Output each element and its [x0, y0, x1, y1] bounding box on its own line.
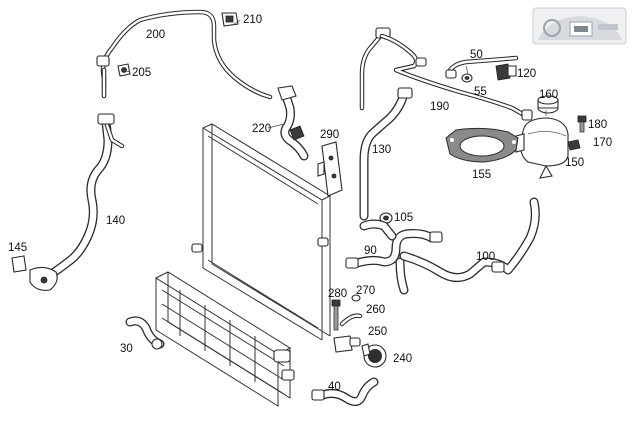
callout-140: 140	[106, 215, 125, 227]
callout-150: 150	[565, 157, 584, 169]
car-dashboard-thumbnail-icon[interactable]	[532, 7, 627, 45]
clamp-55	[461, 73, 473, 83]
clip-270	[351, 294, 361, 302]
clip-205	[117, 63, 131, 77]
bracket-290	[317, 141, 343, 197]
callout-290: 290	[320, 129, 339, 141]
hose-130	[359, 27, 413, 221]
callout-labels: 200 210 205 220 290 130 190 50 55 120 16…	[8, 14, 612, 393]
callout-155: 155	[472, 169, 491, 181]
cap-160	[537, 95, 559, 114]
radiator	[191, 123, 332, 341]
bracket-260	[339, 313, 363, 327]
pump-240	[361, 343, 387, 368]
callout-40: 40	[328, 381, 341, 393]
screw-180	[577, 115, 587, 133]
connector-145	[11, 255, 58, 291]
charge-air-cooler	[154, 271, 295, 407]
hose-140	[43, 113, 125, 281]
expansion-tank-150	[515, 117, 569, 179]
callout-210: 210	[243, 14, 262, 26]
bracket-155	[445, 127, 519, 163]
callout-260: 260	[366, 304, 385, 316]
hose-40	[311, 377, 379, 406]
pipe-50	[445, 55, 519, 79]
callout-160: 160	[539, 89, 558, 101]
callout-100: 100	[476, 251, 495, 263]
callout-280: 280	[328, 288, 347, 300]
callout-55: 55	[474, 86, 487, 98]
callout-120: 120	[517, 68, 536, 80]
sensor-120	[495, 63, 517, 81]
callout-180: 180	[588, 119, 607, 131]
callout-90: 90	[364, 245, 377, 257]
bolt-280	[331, 299, 341, 331]
callout-250: 250	[368, 326, 387, 338]
callout-50: 50	[470, 49, 483, 61]
hose-200	[96, 9, 273, 100]
fitting-170	[567, 139, 581, 151]
callout-145: 145	[8, 242, 27, 254]
callout-270: 270	[356, 285, 375, 297]
fitting-105	[379, 212, 393, 224]
callout-200: 200	[146, 29, 165, 41]
hose-90	[345, 219, 443, 295]
leader-lines	[121, 19, 547, 129]
pump-250	[333, 335, 361, 353]
thermostat-housing-220	[277, 85, 309, 161]
hose-30	[125, 316, 165, 350]
callout-30: 30	[120, 343, 133, 355]
hose-100	[399, 197, 540, 282]
hose-190	[379, 33, 533, 121]
callout-190: 190	[430, 101, 449, 113]
callout-170: 170	[593, 137, 612, 149]
callout-220: 220	[252, 123, 271, 135]
callout-130: 130	[372, 144, 391, 156]
callout-205: 205	[132, 67, 151, 79]
callout-105: 105	[394, 212, 413, 224]
callout-240: 240	[393, 353, 412, 365]
clip-210	[221, 12, 239, 27]
